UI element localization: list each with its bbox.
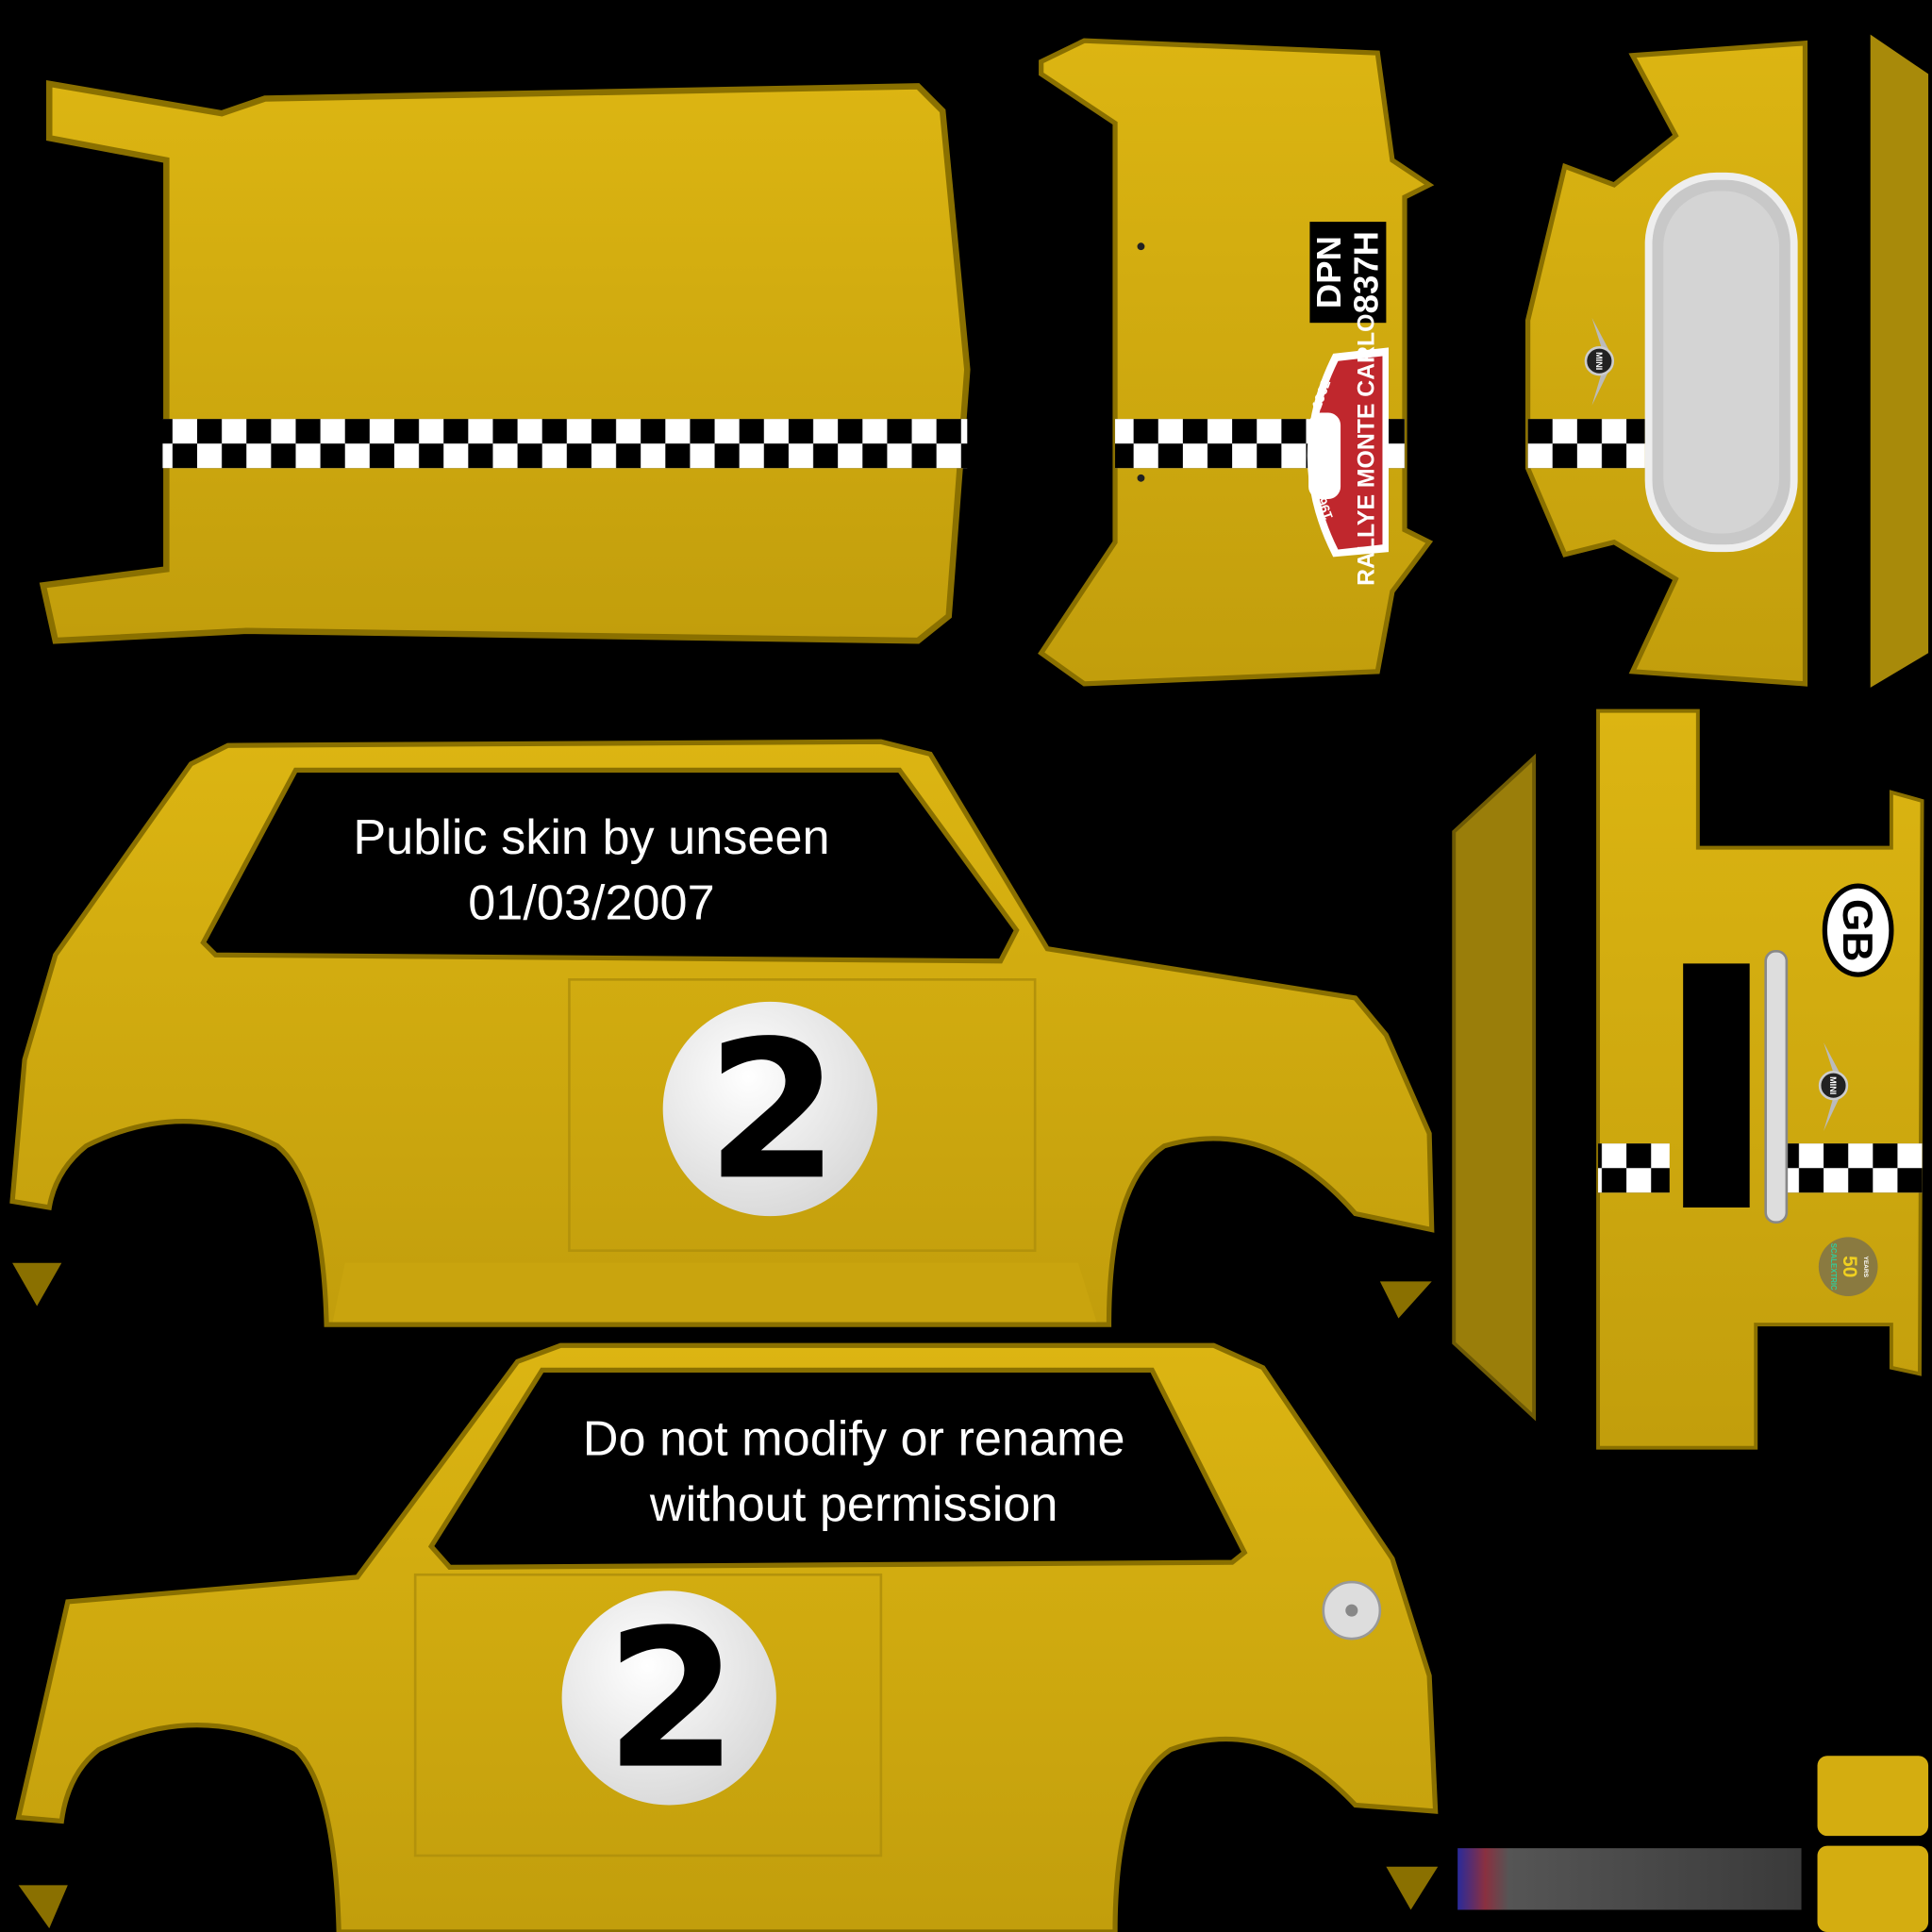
small-panel xyxy=(1817,1756,1929,1837)
plate-line-1: DPN xyxy=(1309,236,1348,308)
badge-brand: SCALEXTRIC xyxy=(1829,1243,1838,1291)
mini-wings-badge-icon: MINI xyxy=(1818,1041,1849,1132)
checkered-stripe xyxy=(1598,1143,1670,1193)
checkered-stripe xyxy=(1786,1143,1923,1193)
triangle-markers xyxy=(12,1262,1439,1929)
shadow-strip xyxy=(1457,1848,1802,1910)
roof-panel xyxy=(39,79,971,644)
chrome-handle xyxy=(1764,950,1789,1224)
door-outline xyxy=(568,978,1037,1253)
side-window xyxy=(200,767,1020,964)
badge-years: YEARS xyxy=(1862,1256,1869,1277)
race-number-roundel xyxy=(561,1591,776,1806)
front-badge-label: MINI xyxy=(1594,352,1604,370)
rear-badge-label: MINI xyxy=(1828,1076,1838,1094)
rally-monte-carlo-plate: RALLYE MONTE CARLO 1962 1962 xyxy=(1307,314,1389,586)
gb-badge xyxy=(1822,883,1894,977)
front-panel: MINI xyxy=(1524,40,1808,687)
notice-text-line-2: without permission xyxy=(649,1477,1058,1532)
checkered-stripe xyxy=(1527,419,1645,469)
date-text: 01/03/2007 xyxy=(468,875,714,930)
mini-wings-badge-icon: MINI xyxy=(1584,317,1615,406)
scalextric-50-years-badge: YEARS 50 SCALEXTRIC xyxy=(1818,1237,1878,1297)
door-outline xyxy=(413,1573,883,1857)
badge-50: 50 xyxy=(1839,1256,1860,1277)
credit-text: Public skin by unseen xyxy=(353,810,829,865)
small-panel xyxy=(1817,1845,1929,1932)
race-number: 2 xyxy=(605,1589,738,1811)
side-panel-left: Public skin by unseen 01/03/2007 2 xyxy=(9,739,1435,1327)
notice-text-line-1: Do not modify or rename xyxy=(583,1412,1125,1467)
front-side-strip xyxy=(1870,34,1929,688)
rally-plate-title: RALLYE MONTE CARLO xyxy=(1354,314,1379,586)
plate-line-2: 837H xyxy=(1346,231,1385,313)
gb-text: GB xyxy=(1834,899,1880,962)
rear-window xyxy=(1683,963,1750,1208)
fuel-cap-icon xyxy=(1322,1580,1382,1641)
side-window xyxy=(427,1367,1248,1571)
hood-panel: DPN 837H RALLYE MONTE CARLO 1962 1962 xyxy=(1038,38,1435,687)
side-panel-right: Do not modify or rename without permissi… xyxy=(15,1342,1439,1932)
checkered-stripe xyxy=(162,419,968,469)
rear-panel: GB MINI YEARS 50 SCALEXTRIC xyxy=(1596,708,1924,1450)
race-number: 2 xyxy=(707,999,840,1222)
rear-quarter-panel xyxy=(1452,753,1537,1422)
race-number-roundel xyxy=(662,1001,877,1217)
number-plate: DPN 837H xyxy=(1309,222,1387,324)
